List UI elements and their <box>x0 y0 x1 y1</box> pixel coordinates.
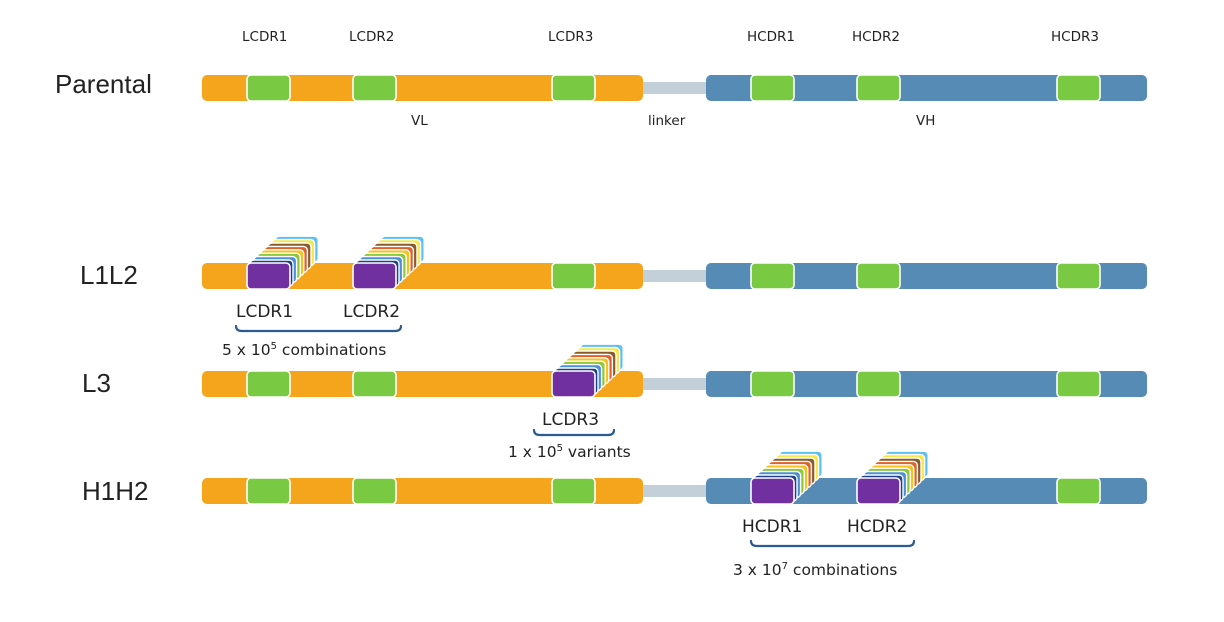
h1h2-brace <box>749 539 916 548</box>
l3-cdr-3 <box>750 370 795 398</box>
parental-label-hcdr3: HCDR3 <box>1051 29 1099 45</box>
l1l2-cdr-0-mutated <box>246 262 291 290</box>
h1h2-cdr-4-mutated <box>856 477 901 505</box>
parental-linker <box>643 82 707 94</box>
h1h2-cdr-label-hcdr1: HCDR1 <box>742 517 803 537</box>
l3-brace <box>532 428 616 437</box>
l1l2-vh-segment <box>706 263 1147 289</box>
parental-cdr-3 <box>750 74 795 102</box>
h1h2-linker <box>643 485 707 497</box>
l3-caption: 1 x 105 variants <box>508 443 631 462</box>
l3-vl-segment <box>202 371 643 397</box>
parental-cdr-2 <box>551 74 596 102</box>
parental-vl-segment <box>202 75 643 101</box>
parental-label-lcdr2: LCDR2 <box>349 29 395 45</box>
h1h2-cdr-2 <box>551 477 596 505</box>
l3-cdr-label-lcdr3: LCDR3 <box>542 410 600 430</box>
l1l2-cdr-1-mutated <box>352 262 397 290</box>
l1l2-caption: 5 x 105 combinations <box>222 341 387 360</box>
l1l2-vl-segment <box>202 263 643 289</box>
l1l2-cdr-2 <box>551 262 596 290</box>
row-label-parental: Parental <box>55 69 152 99</box>
h1h2-vl-segment <box>202 478 643 504</box>
parental-cdr-0 <box>246 74 291 102</box>
parental-label-hcdr2: HCDR2 <box>852 29 900 45</box>
l3-vh-segment <box>706 371 1147 397</box>
h1h2-cdr-3-mutated <box>750 477 795 505</box>
l1l2-brace <box>234 324 403 333</box>
linker-label: linker <box>648 113 686 129</box>
row-label-l3: L3 <box>82 368 111 398</box>
parental-label-hcdr1: HCDR1 <box>747 29 795 45</box>
parental-cdr-1 <box>352 74 397 102</box>
parental-label-lcdr1: LCDR1 <box>242 29 288 45</box>
h1h2-vh-segment <box>706 478 1147 504</box>
h1h2-caption: 3 x 107 combinations <box>733 561 898 580</box>
parental-cdr-5 <box>1056 74 1101 102</box>
h1h2-cdr-label-hcdr2: HCDR2 <box>847 517 908 537</box>
l3-cdr-2-mutated <box>551 370 596 398</box>
l3-cdr-1 <box>352 370 397 398</box>
l3-cdr-5 <box>1056 370 1101 398</box>
row-label-l1l2: L1L2 <box>80 260 138 290</box>
l3-cdr-0 <box>246 370 291 398</box>
parental-vh-segment <box>706 75 1147 101</box>
h1h2-cdr-1 <box>352 477 397 505</box>
l3-cdr-4 <box>856 370 901 398</box>
row-label-h1h2: H1H2 <box>82 476 149 506</box>
parental-cdr-4 <box>856 74 901 102</box>
vl-label: VL <box>411 113 428 129</box>
l1l2-linker <box>643 270 707 282</box>
l1l2-cdr-label-lcdr2: LCDR2 <box>343 302 401 322</box>
h1h2-cdr-5 <box>1056 477 1101 505</box>
l3-linker <box>643 378 707 390</box>
vh-label: VH <box>916 113 936 129</box>
parental-label-lcdr3: LCDR3 <box>548 29 594 45</box>
l1l2-cdr-label-lcdr1: LCDR1 <box>236 302 294 322</box>
l1l2-cdr-4 <box>856 262 901 290</box>
l1l2-cdr-5 <box>1056 262 1101 290</box>
l1l2-cdr-3 <box>750 262 795 290</box>
h1h2-cdr-0 <box>246 477 291 505</box>
